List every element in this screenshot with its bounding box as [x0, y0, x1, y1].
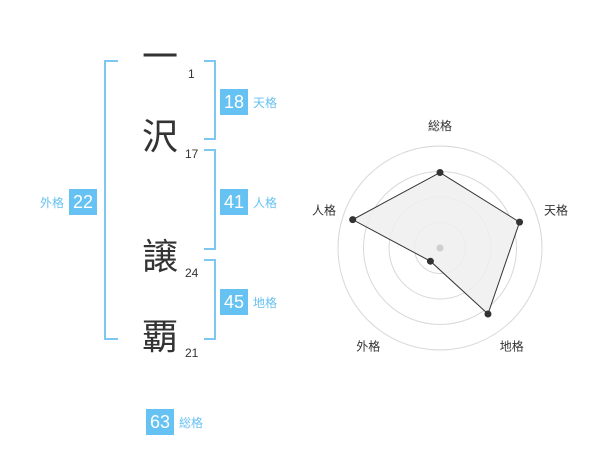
radar-data-area [351, 171, 521, 315]
radar-point-5 [349, 216, 357, 224]
soukaku-badge: 63 総格 [146, 409, 203, 435]
jinkaku-label: 人格 [253, 195, 278, 210]
chikaku-value: 45 [220, 289, 248, 315]
radar-axis-label-5: 人格 [312, 202, 336, 217]
radar-point-4 [426, 257, 434, 265]
chikaku-label: 地格 [253, 295, 278, 310]
tenkaku-badge: 18 天格 [220, 89, 277, 115]
tenkaku-value: 18 [220, 89, 248, 115]
stroke-count-1: 1 [188, 67, 195, 81]
name-char-2: 沢 [141, 117, 178, 158]
radar-axis-label-4: 外格 [356, 339, 380, 354]
stroke-count-4: 21 [185, 346, 199, 360]
tenkaku-bracket [204, 60, 216, 140]
chikaku-badge: 45 地格 [220, 289, 277, 315]
radar-axis-label-1: 総格 [428, 118, 452, 133]
gaikaku-label: 外格 [40, 195, 65, 210]
stroke-count-3: 24 [185, 266, 199, 280]
radar-point-3 [484, 310, 492, 318]
radar-point-2 [516, 218, 524, 226]
radar-axis-label-2: 天格 [544, 202, 568, 217]
name-char-3: 譲 [141, 237, 178, 278]
radar-center-dot [436, 244, 444, 252]
chikaku-bracket [204, 259, 216, 340]
gaikaku-badge: 外格 22 [40, 189, 98, 215]
stroke-count-2: 17 [185, 147, 199, 161]
soukaku-label: 総格 [179, 415, 204, 430]
soukaku-value: 63 [146, 409, 174, 435]
name-char-1: 一 [141, 37, 178, 78]
jinkaku-value: 41 [220, 189, 248, 215]
name-char-4: 覇 [141, 317, 178, 358]
jinkaku-badge: 41 人格 [220, 189, 277, 215]
gaikaku-bracket [104, 60, 118, 340]
jinkaku-bracket [204, 149, 216, 250]
gaikaku-value: 22 [69, 189, 98, 215]
tenkaku-label: 天格 [253, 95, 278, 110]
radar-axis-label-3: 地格 [500, 339, 524, 354]
radar-point-1 [436, 169, 444, 177]
